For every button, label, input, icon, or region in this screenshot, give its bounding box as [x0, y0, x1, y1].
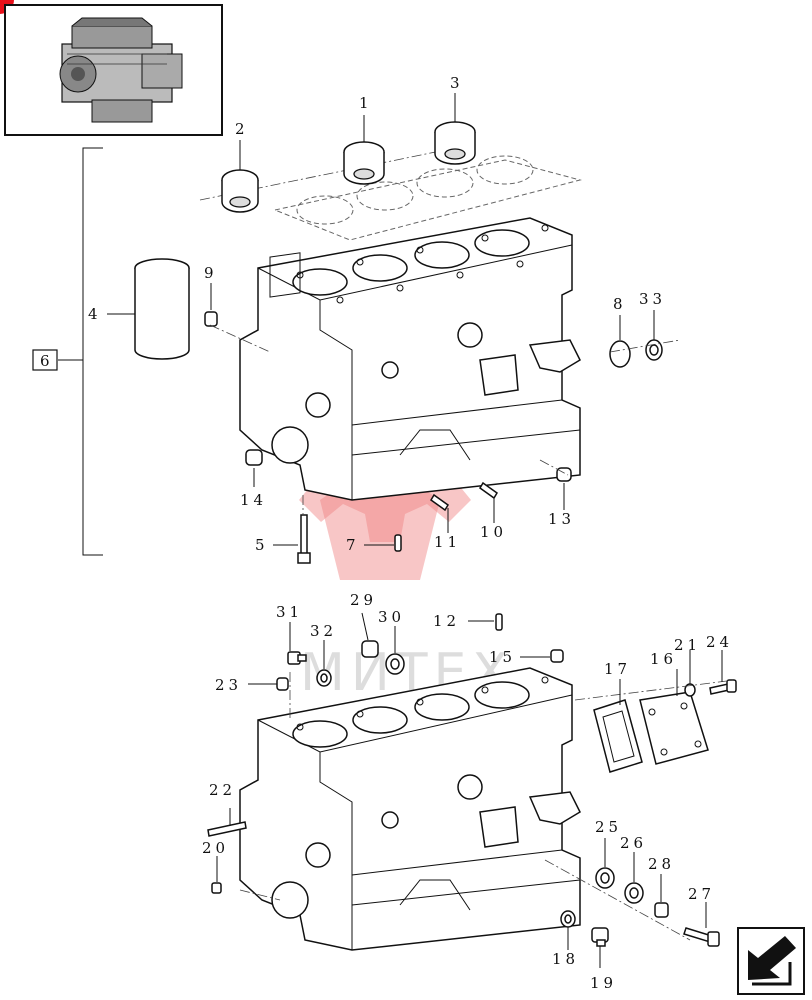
leader-lines — [107, 93, 723, 968]
cylinder-liner — [134, 258, 190, 360]
pin-12 — [495, 613, 503, 631]
label-9: 9 — [204, 264, 218, 282]
label-1: 1 — [359, 94, 373, 112]
washer-25 — [595, 867, 615, 889]
label-22: 22 — [209, 781, 236, 799]
cover-16 — [639, 691, 709, 765]
label-19: 19 — [590, 974, 617, 992]
pin-20 — [211, 882, 222, 894]
label-2: 2 — [235, 120, 249, 138]
washer-30 — [385, 653, 405, 675]
plug-29 — [361, 640, 379, 658]
dowel-23 — [276, 677, 289, 691]
plug-19 — [591, 927, 609, 947]
label-15: 15 — [489, 648, 516, 666]
plug-15 — [550, 649, 564, 663]
plug-8 — [609, 340, 631, 368]
label-3: 3 — [450, 74, 464, 92]
label-13: 13 — [548, 510, 575, 528]
upper-engine-block — [239, 217, 581, 501]
bolt-31 — [287, 651, 307, 665]
label-24: 24 — [706, 633, 733, 651]
bolt-24 — [709, 679, 737, 695]
bushing-3 — [434, 121, 476, 165]
label-26: 26 — [620, 834, 647, 852]
bushing-2 — [221, 169, 259, 213]
label-7: 7 — [346, 536, 360, 554]
lower-engine-block — [239, 667, 581, 951]
bushing-1 — [343, 141, 385, 185]
label-6: 6 — [40, 352, 50, 370]
label-27: 27 — [688, 885, 715, 903]
pin-7 — [394, 534, 402, 552]
reference-numbers: 1 2 3 4 6 9 8 33 14 13 11 10 5 7 31 32 2… — [40, 74, 733, 992]
washer-18 — [560, 910, 576, 928]
next-page-arrow-icon[interactable] — [737, 927, 805, 995]
label-25: 25 — [595, 818, 622, 836]
label-20: 20 — [202, 839, 229, 857]
engine-thumbnail-icon[interactable] — [4, 4, 223, 136]
washer-26 — [624, 882, 644, 904]
plug-14 — [245, 449, 263, 466]
label-33: 33 — [639, 290, 666, 308]
label-11: 11 — [434, 533, 461, 551]
label-16: 16 — [650, 650, 677, 668]
label-32: 32 — [310, 622, 337, 640]
pin-11 — [430, 493, 449, 512]
label-12: 12 — [433, 612, 460, 630]
label-31: 31 — [276, 603, 303, 621]
label-5: 5 — [255, 536, 269, 554]
ring-33 — [645, 339, 663, 361]
bolt-5 — [297, 514, 311, 564]
label-10: 10 — [480, 523, 507, 541]
gasket-17 — [593, 699, 643, 773]
stud-22 — [207, 821, 247, 837]
bolt-27 — [683, 927, 720, 947]
plug-9 — [204, 311, 218, 327]
label-23: 23 — [215, 676, 242, 694]
label-21: 21 — [674, 636, 701, 654]
label-4: 4 — [88, 305, 102, 323]
nut-28 — [654, 902, 669, 918]
washer-32 — [316, 669, 332, 687]
group-bracket — [32, 147, 103, 556]
label-29: 29 — [350, 591, 377, 609]
label-14: 14 — [240, 491, 267, 509]
label-28: 28 — [648, 855, 675, 873]
label-17: 17 — [604, 660, 631, 678]
label-8: 8 — [613, 295, 627, 313]
label-18: 18 — [552, 950, 579, 968]
label-30: 30 — [378, 608, 405, 626]
